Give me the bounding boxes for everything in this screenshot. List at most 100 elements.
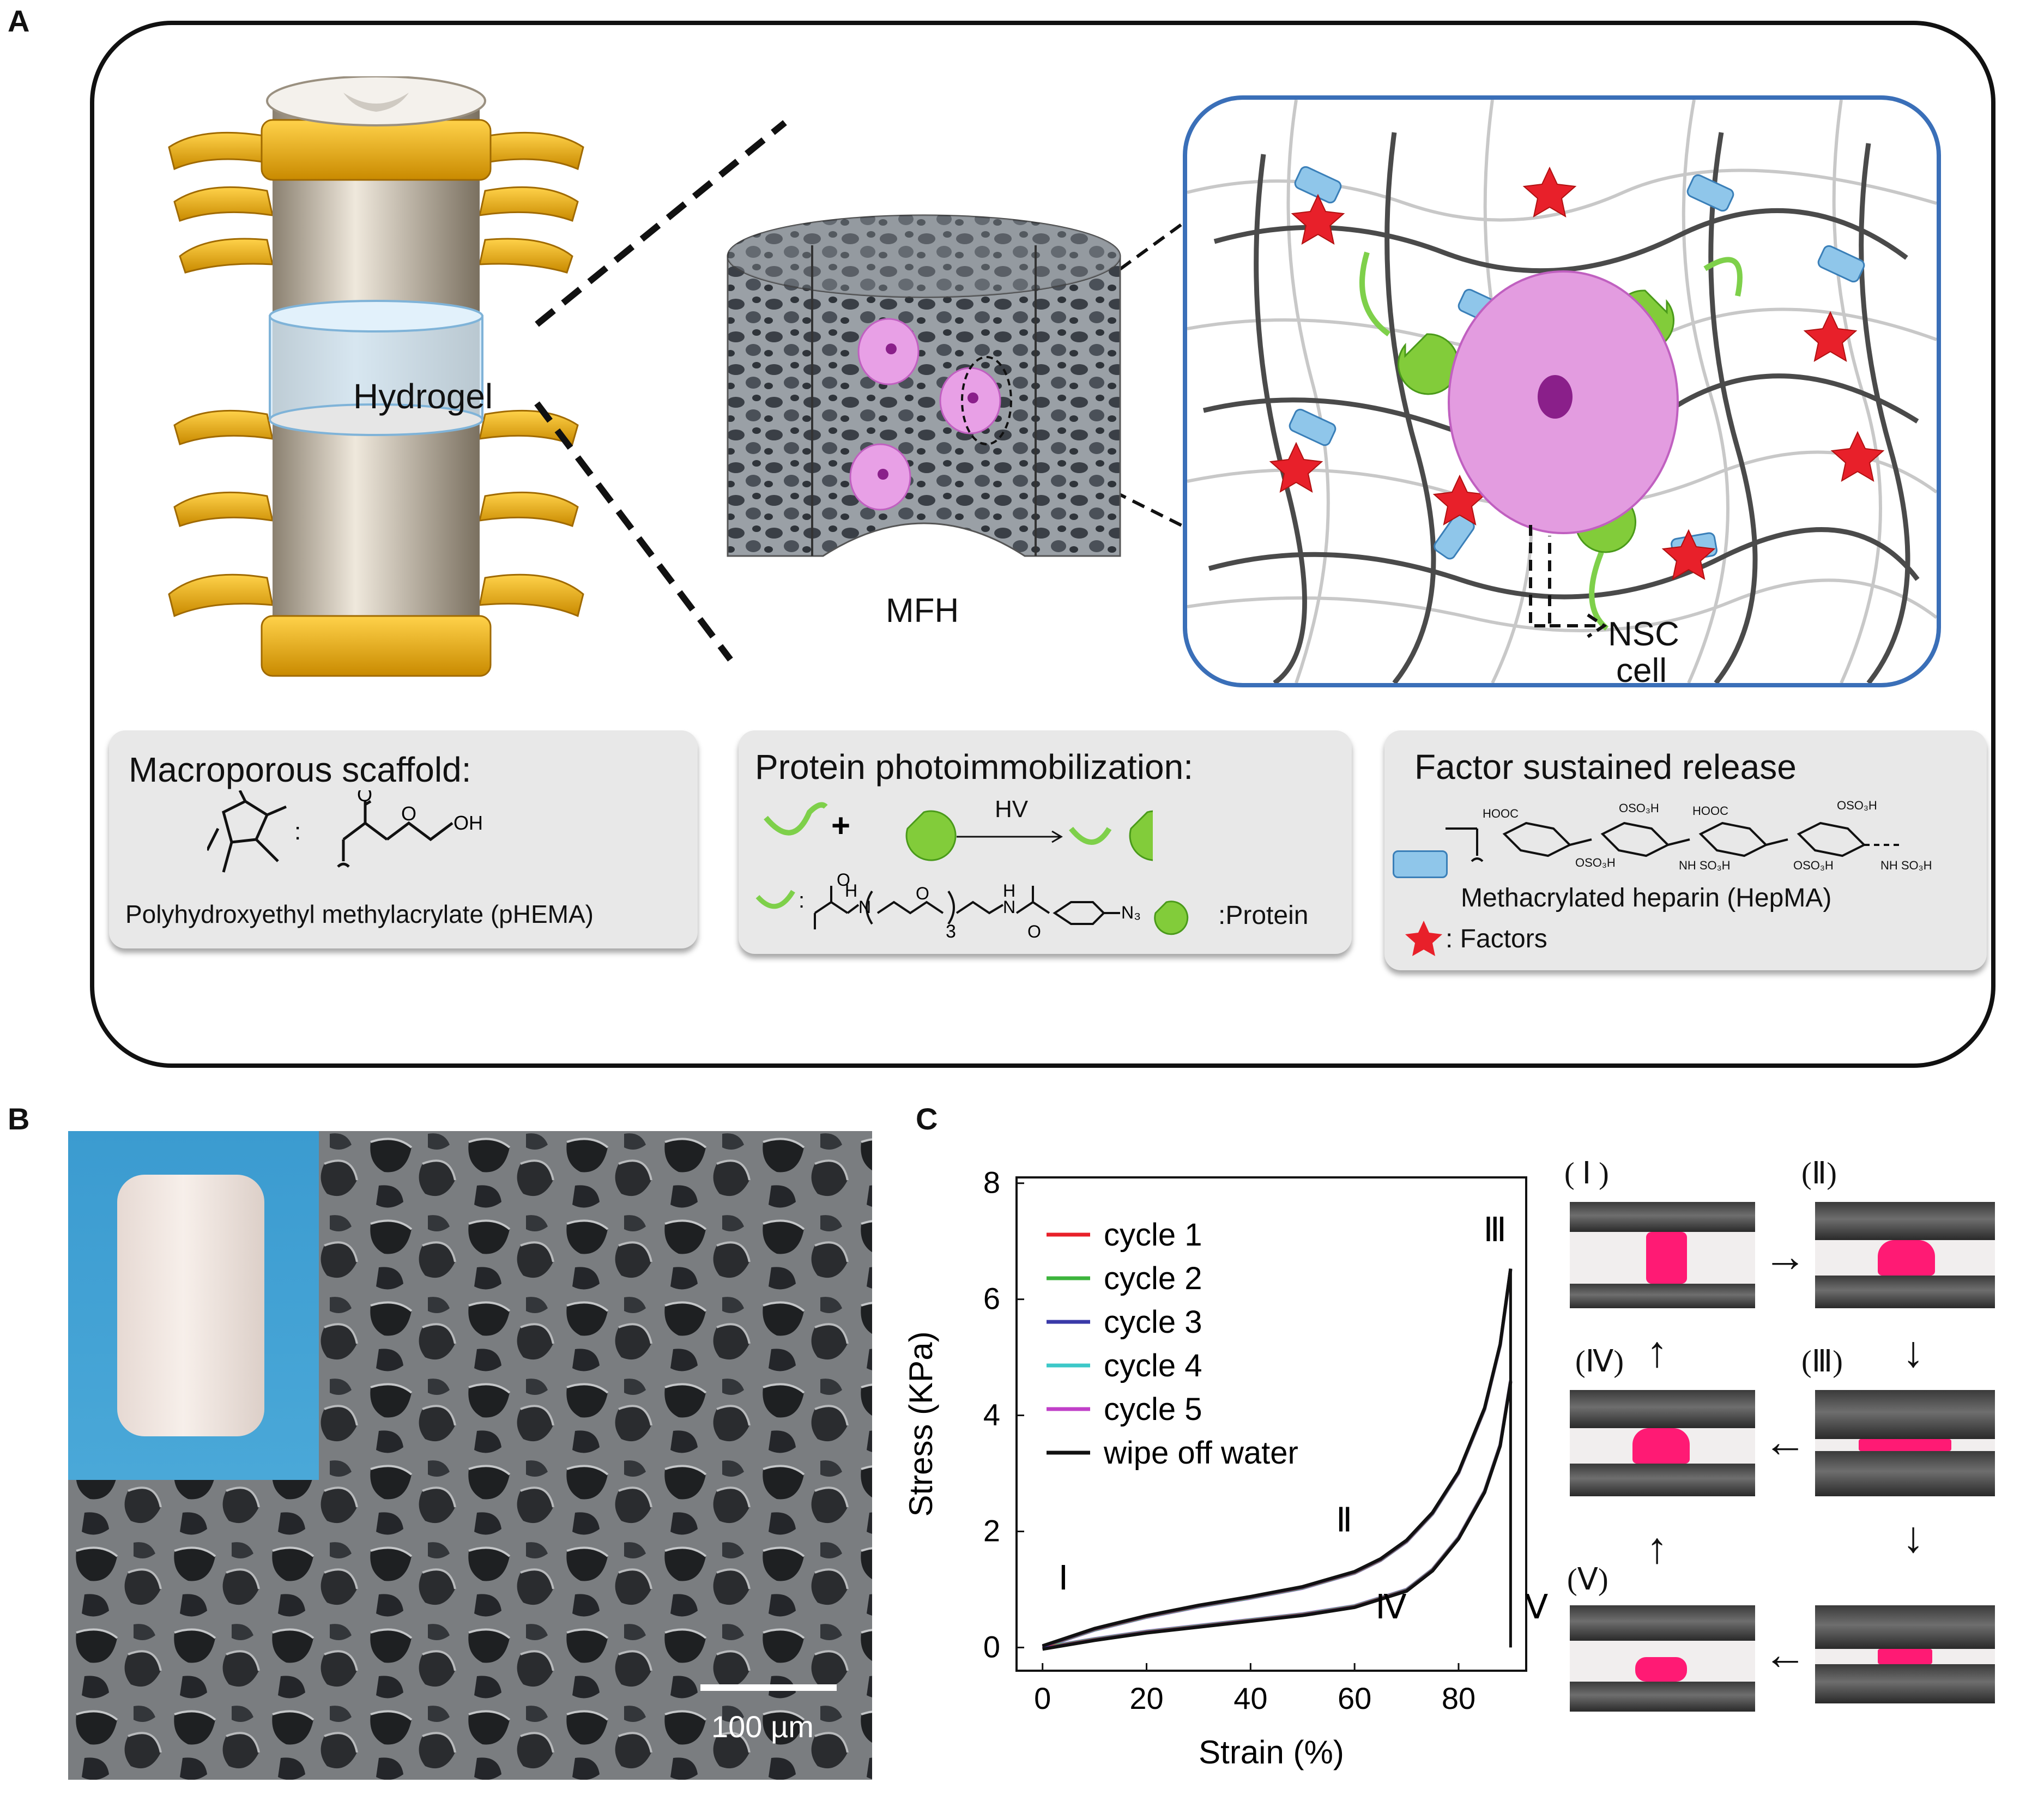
compression-photo-4 (1570, 1390, 1755, 1496)
svg-text:OH: OH (453, 812, 483, 834)
top-plate (1815, 1605, 1995, 1649)
hydrogel-sample-photo (68, 1131, 319, 1480)
stage-label-1: ( Ⅰ ) (1564, 1157, 1609, 1190)
plot-frame (1015, 1176, 1527, 1672)
svg-text:OSO₃H: OSO₃H (1793, 859, 1834, 872)
scale-bar (700, 1684, 837, 1691)
stage-label-5: (Ⅴ) (1567, 1563, 1608, 1597)
y-tick-label: 8 (983, 1165, 1000, 1200)
hv-label: HV (995, 796, 1029, 823)
svg-text:H: H (845, 881, 857, 900)
scale-label: 100 µm (711, 1709, 814, 1744)
region-annotation: Ⅰ (1059, 1560, 1068, 1597)
x-tick-label: 0 (1034, 1681, 1051, 1715)
factors-label: : Factors (1446, 924, 1547, 953)
hepma-marker-icon (1393, 850, 1448, 878)
protein-label: :Protein (1218, 901, 1309, 930)
svg-text:OSO₃H: OSO₃H (1575, 856, 1616, 869)
hydrogel-label: Hydrogel (353, 377, 493, 416)
panel-b-letter: B (8, 1102, 30, 1136)
bottom-plate (1570, 1682, 1755, 1712)
svg-text::: : (294, 818, 301, 845)
top-plate (1815, 1390, 1995, 1439)
legend-label: cycle 2 (1104, 1261, 1202, 1296)
box-title: Factor sustained release (1414, 747, 1797, 787)
panel-c-letter: C (916, 1102, 938, 1136)
panel-a-frame (90, 21, 1995, 1068)
arrow-left-icon: ← (1763, 1417, 1807, 1466)
compression-photo-1 (1570, 1202, 1755, 1308)
svg-text:O: O (357, 790, 372, 806)
x-axis-label: Strain (%) (1199, 1734, 1344, 1770)
mfh-label: MFH (886, 592, 959, 630)
arrow-up-icon: ↑ (1646, 1524, 1668, 1572)
svg-text:O: O (1027, 922, 1041, 941)
sample (1632, 1428, 1690, 1464)
arrow-up-icon: ↑ (1646, 1327, 1668, 1376)
bottom-plate (1570, 1284, 1755, 1308)
stage-label-3: (Ⅲ) (1801, 1345, 1843, 1379)
svg-text:NH SO₃H: NH SO₃H (1880, 859, 1932, 872)
x-tick-label: 20 (1129, 1681, 1163, 1715)
hydrogel-cylinder (117, 1175, 264, 1436)
svg-text::: : (799, 889, 805, 912)
arrow-left-icon: ← (1763, 1630, 1807, 1678)
photoimmobilization-scheme: + (764, 802, 1153, 861)
azide-label: N₃ (1121, 903, 1141, 922)
region-annotation: Ⅳ (1375, 1589, 1406, 1626)
svg-text:O: O (916, 884, 929, 903)
arrow-down-icon: ↓ (1902, 1327, 1924, 1376)
sample (1878, 1649, 1932, 1664)
svg-text:+: + (831, 807, 850, 844)
macroporous-scaffold-box: Macroporous scaffold: : O O OH Polyhydro… (109, 730, 698, 948)
spinal-cord-illustration (168, 76, 584, 677)
compression-photo-2 (1815, 1202, 1995, 1308)
network-zoom-box (1183, 95, 1941, 687)
legend-label: wipe off water (1103, 1435, 1298, 1471)
compression-photo-5 (1570, 1605, 1755, 1712)
polymer-network (1187, 100, 1937, 683)
y-tick-label: 4 (983, 1398, 1000, 1432)
y-axis-label: Stress (KPa) (903, 1331, 939, 1516)
region-annotation: Ⅲ (1483, 1212, 1507, 1249)
series-line-load (1042, 1268, 1513, 1648)
x-tick-label: 60 (1338, 1681, 1371, 1715)
compression-photo-6 (1815, 1605, 1995, 1703)
panel-a-letter: A (8, 4, 30, 38)
factor-star-icon (1405, 921, 1442, 956)
box-title: Macroporous scaffold: (129, 750, 471, 789)
stage-label-4: (Ⅳ) (1575, 1345, 1624, 1379)
svg-text:O: O (401, 802, 416, 825)
compression-photo-3 (1815, 1390, 1995, 1496)
y-tick-label: 6 (983, 1282, 1000, 1316)
mfh-scaffold-illustration (727, 214, 1121, 557)
top-plate (1570, 1202, 1755, 1232)
legend-label: cycle 4 (1104, 1348, 1202, 1383)
arrow-right-icon: → (1763, 1232, 1807, 1280)
y-tick-label: 0 (983, 1629, 1000, 1664)
linker-structure: : H N O O 3 H N O N₃ (755, 870, 1189, 942)
hepma-caption: Methacrylated heparin (HepMA) (1461, 884, 1832, 912)
sample (1859, 1439, 1951, 1451)
svg-text:HOOC: HOOC (1483, 807, 1519, 820)
x-tick-label: 80 (1442, 1681, 1475, 1715)
y-tick-label: 2 (983, 1513, 1000, 1548)
nsc-label-line1: NSC (1608, 615, 1679, 653)
svg-text:O: O (837, 870, 850, 890)
sample (1878, 1240, 1935, 1276)
repeat-subscript: 3 (946, 921, 956, 942)
phema-structure: : O O OH (207, 790, 483, 873)
nsc-label-line2: cell (1616, 652, 1667, 690)
legend-label: cycle 3 (1104, 1304, 1202, 1340)
series-line-unload (1042, 1382, 1513, 1651)
top-plate (1815, 1202, 1995, 1240)
bottom-plate (1815, 1276, 1995, 1308)
legend-label: cycle 5 (1104, 1392, 1202, 1427)
bottom-plate (1815, 1664, 1995, 1703)
region-annotation: Ⅴ (1525, 1589, 1548, 1626)
svg-text:N: N (1003, 897, 1015, 917)
bottom-plate (1570, 1464, 1755, 1496)
svg-text:NH SO₃H: NH SO₃H (1679, 859, 1731, 872)
